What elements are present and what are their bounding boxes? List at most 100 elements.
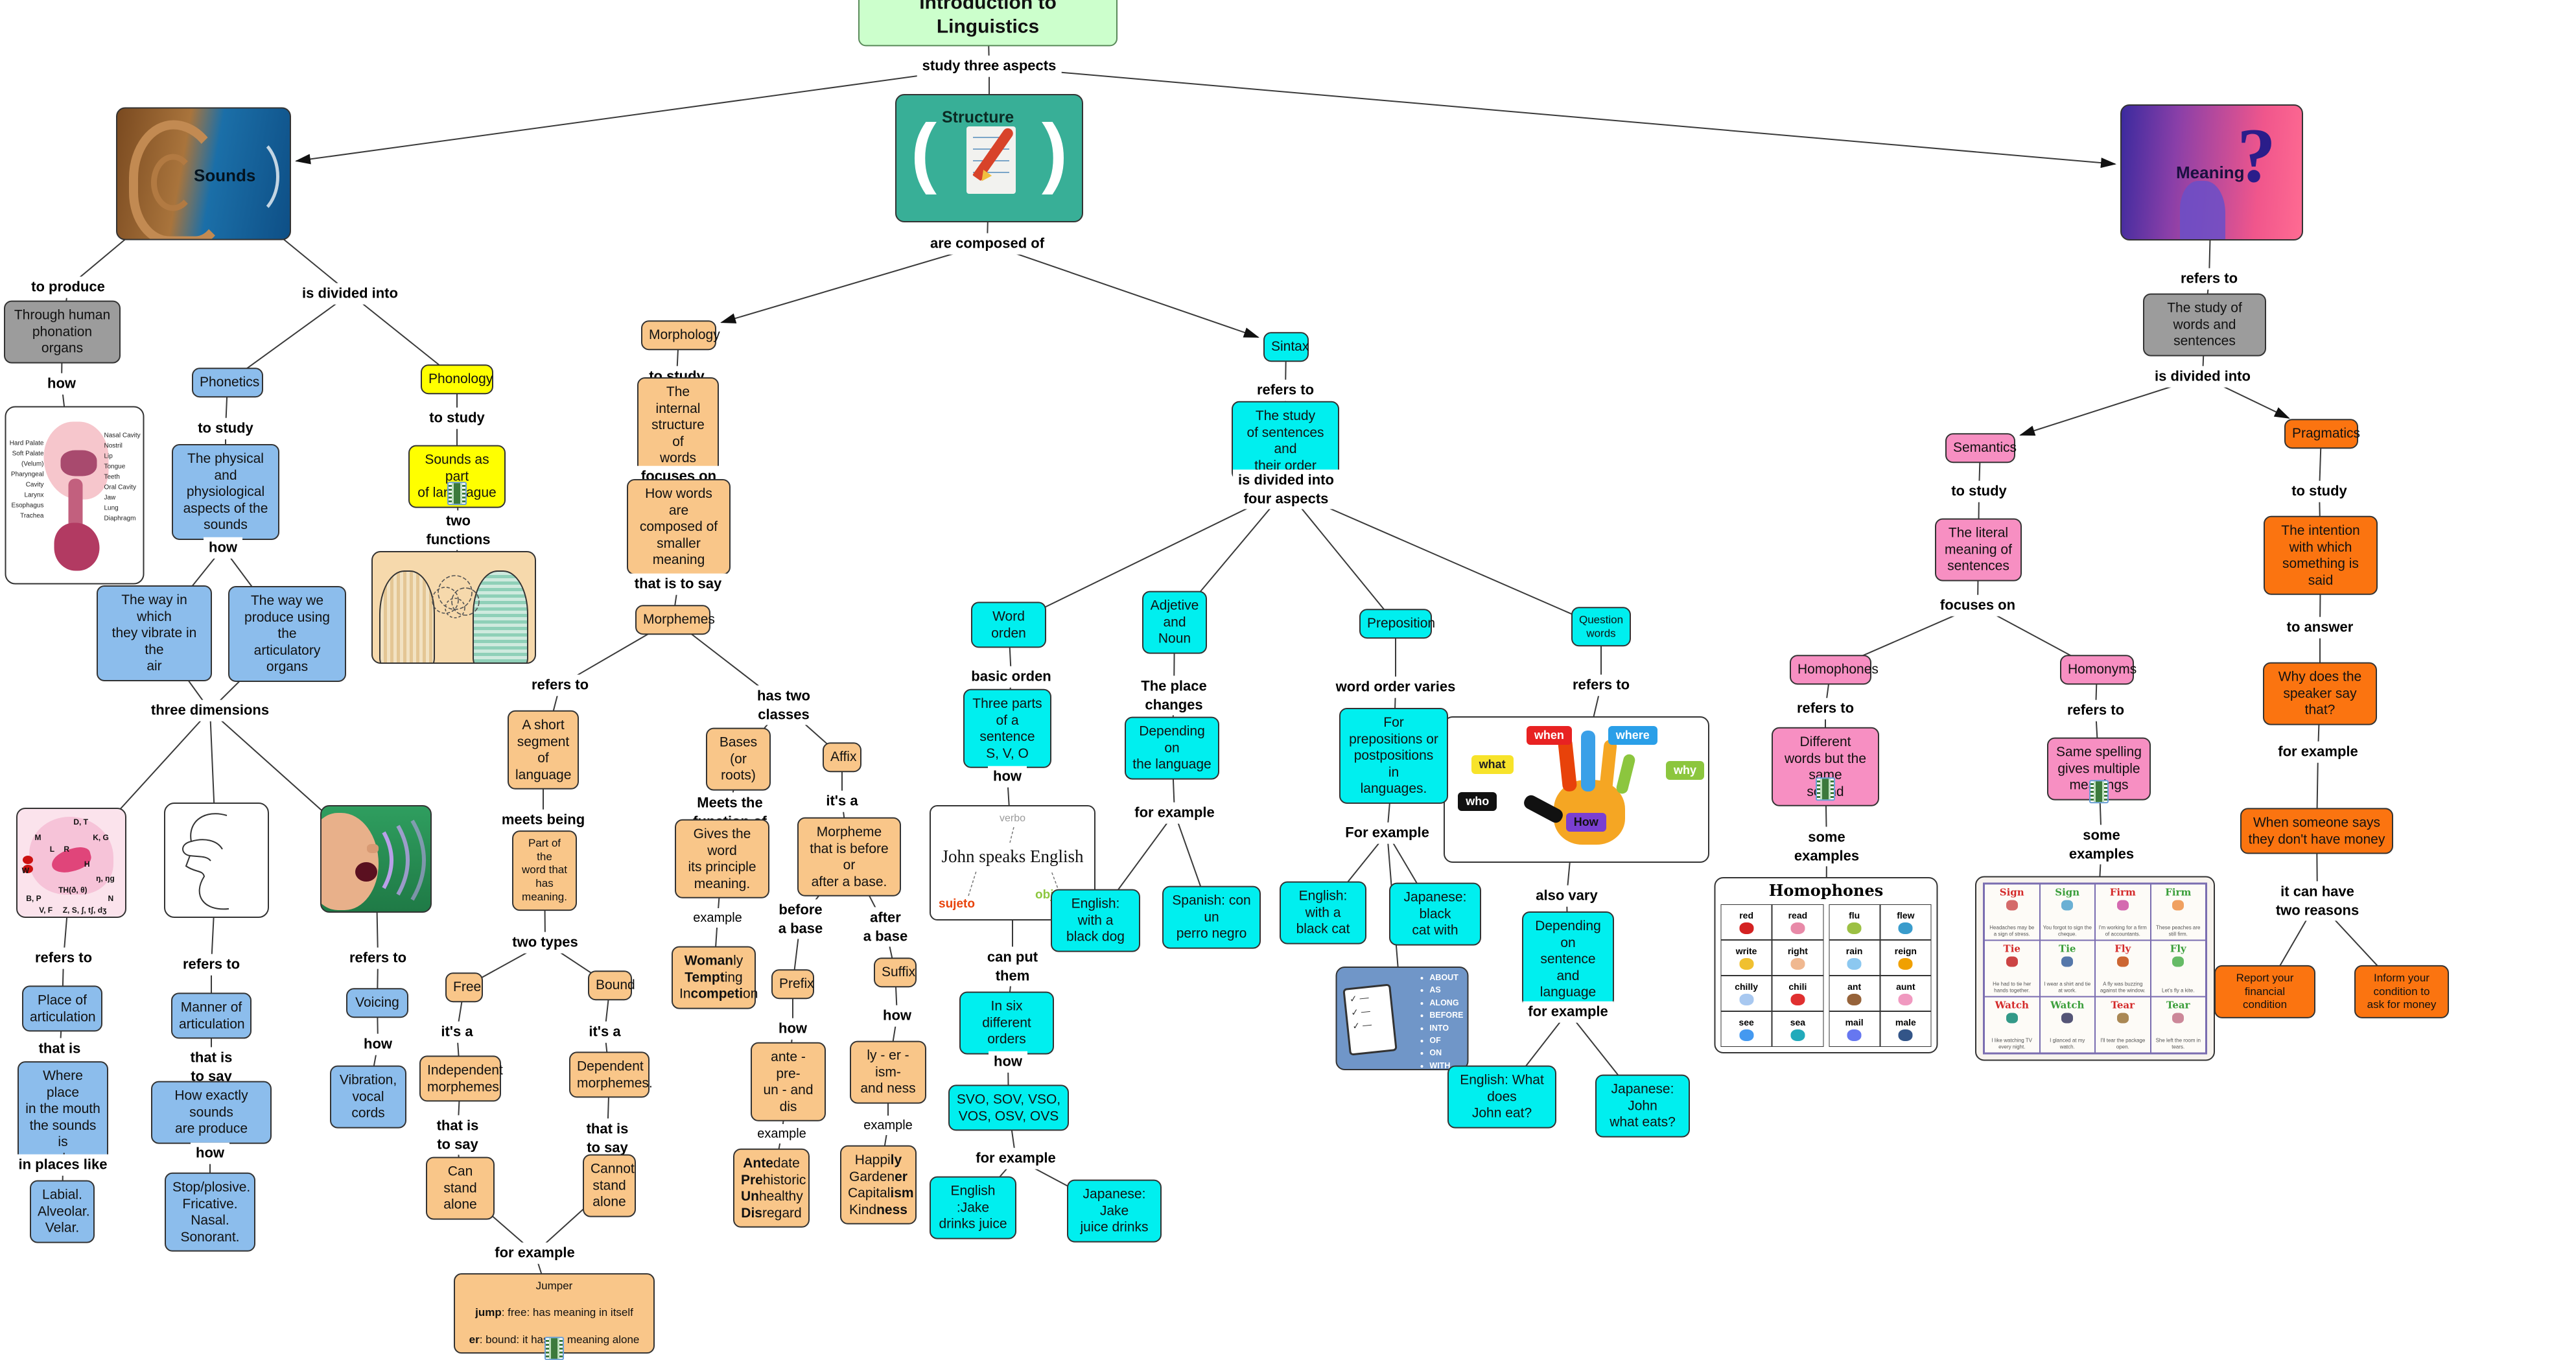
prepositions-list-image[interactable]: ✓ —✓ —✓ — ABOUT AS ALONG BEFORE INTO OF …: [1335, 967, 1469, 1070]
node-l-itsa-f: it's a: [436, 1021, 478, 1043]
edge-l-composed-n-morphology: [720, 243, 988, 323]
mouth-letter: K, G: [93, 832, 109, 842]
node-n-bases[interactable]: Bases(or roots): [706, 727, 771, 791]
structure-image[interactable]: ( ) Structure: [895, 94, 1083, 222]
verbo-label: verbo: [999, 813, 1026, 824]
node-n-homophones[interactable]: Homophones: [1790, 655, 1879, 685]
video-resource-icon[interactable]: [447, 482, 467, 506]
node-n-prefix[interactable]: Prefix: [771, 969, 814, 999]
node-l-toanswer: to answer: [2281, 616, 2359, 639]
node-n-free[interactable]: Free: [445, 972, 483, 1002]
mouth-letter: B, P: [26, 894, 41, 904]
node-n-wordorden[interactable]: Word orden: [971, 602, 1046, 648]
node-n-antepre[interactable]: ante - pre-un - and dis: [751, 1042, 826, 1122]
node-n-semantics[interactable]: Semantics: [1945, 433, 2017, 463]
node-n-morphology[interactable]: Morphology: [641, 320, 720, 350]
mouth-letter: M: [34, 832, 41, 842]
node-n-voicing[interactable]: Voicing: [346, 988, 408, 1018]
node-n-phonetics[interactable]: Phonetics: [192, 368, 263, 397]
node-n-preposition[interactable]: Preposition: [1359, 609, 1435, 639]
node-l-forex-j: for example: [489, 1242, 580, 1264]
node-l-how-w: how: [988, 766, 1027, 788]
video-resource-icon[interactable]: [544, 1337, 564, 1360]
video-resource-icon[interactable]: [2089, 780, 2109, 804]
node-n-affix[interactable]: Affix: [823, 742, 861, 772]
node-n-pragmatics[interactable]: Pragmatics: [2284, 419, 2360, 449]
homophones-table-image[interactable]: Homophones red read flu flew write right…: [1714, 877, 1938, 1053]
sounds-image[interactable]: Sounds: [116, 107, 291, 240]
node-l-basic: basic orden: [966, 666, 1057, 688]
node-n-morphemes[interactable]: Morphemes: [635, 605, 715, 635]
voicing-image[interactable]: [320, 805, 432, 913]
node-l-refers-s: refers to: [1251, 379, 1320, 401]
meaning-image[interactable]: ? Meaning: [2120, 104, 2303, 240]
lips-icon: [23, 865, 33, 873]
mouth-consonants-image[interactable]: D, T M L R K, G H W ŋ, ŋg TH(ð, θ) B, P …: [16, 808, 126, 918]
node-n-suffix[interactable]: Suffix: [874, 957, 917, 987]
node-n-svo[interactable]: SVO, SOV, VSO,VOS, OSV, OVS: [948, 1084, 1069, 1131]
node-n-sintax[interactable]: Sintax: [1263, 332, 1309, 362]
head-cross-section-image[interactable]: [164, 803, 269, 918]
node-n-phonology[interactable]: Phonology: [421, 364, 493, 394]
node-title[interactable]: Introduction to Linguistics: [858, 0, 1118, 47]
node-n-lyer[interactable]: ly - er - ism-and ness: [850, 1040, 926, 1104]
node-n-bound[interactable]: Bound: [588, 970, 635, 1000]
node-n-vibration[interactable]: Vibration,vocal cords: [330, 1065, 406, 1129]
video-resource-icon[interactable]: [1816, 777, 1835, 801]
homophones-table-title: Homophones: [1768, 881, 1884, 900]
node-n-homonyms[interactable]: Homonyms: [2060, 655, 2137, 685]
node-n-labial[interactable]: Labial.Alveolar.Velar.: [30, 1180, 95, 1243]
node-n-stop[interactable]: Stop/plosive.Fricative.Nasal.Sonorant.: [165, 1172, 255, 1252]
question-words-image[interactable]: when where what who why How: [1444, 716, 1709, 863]
node-l-twotypes: two types: [507, 932, 583, 954]
conversation-image[interactable]: [371, 551, 536, 664]
